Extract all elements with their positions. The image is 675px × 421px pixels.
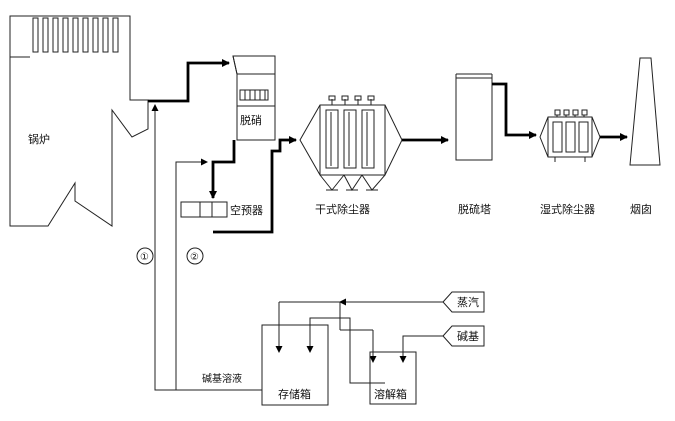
chimney [629, 57, 661, 166]
air-preheater-label: 空预器 [230, 203, 263, 217]
denitration-label: 脱硝 [240, 113, 262, 127]
storage-tank [261, 324, 329, 406]
dry-dust-collector [299, 95, 403, 191]
route-1-marker [136, 247, 154, 265]
storage-tank-label: 存储箱 [278, 387, 311, 401]
steam-tag [442, 291, 485, 313]
wet-dust-collector [539, 109, 601, 162]
route-2-marker [186, 247, 204, 265]
wet-dust-collector-label: 湿式除尘器 [540, 202, 595, 216]
route-2-label: ② [190, 252, 199, 263]
alkali-tag [442, 325, 485, 347]
air-preheater [180, 201, 228, 218]
alkali-solution-lines [151, 104, 443, 391]
dry-dust-collector-label: 干式除尘器 [315, 202, 370, 216]
boiler-label: 锅炉 [28, 133, 50, 146]
flue-gas-path [148, 59, 628, 234]
route-1-label: ① [140, 252, 149, 263]
desulfurization-tower [455, 73, 493, 161]
dissolving-tank-label: 溶解箱 [374, 387, 407, 401]
chimney-label: 烟囱 [630, 202, 652, 216]
alkali-label: 碱基 [457, 330, 479, 343]
boiler [9, 15, 149, 227]
dissolving-tank [369, 351, 417, 405]
steam-label: 蒸汽 [457, 295, 479, 309]
alkali-solution-label: 碱基溶液 [202, 372, 242, 385]
desulfurization-tower-label: 脱硫塔 [458, 202, 491, 216]
denitration-reactor [232, 55, 276, 141]
